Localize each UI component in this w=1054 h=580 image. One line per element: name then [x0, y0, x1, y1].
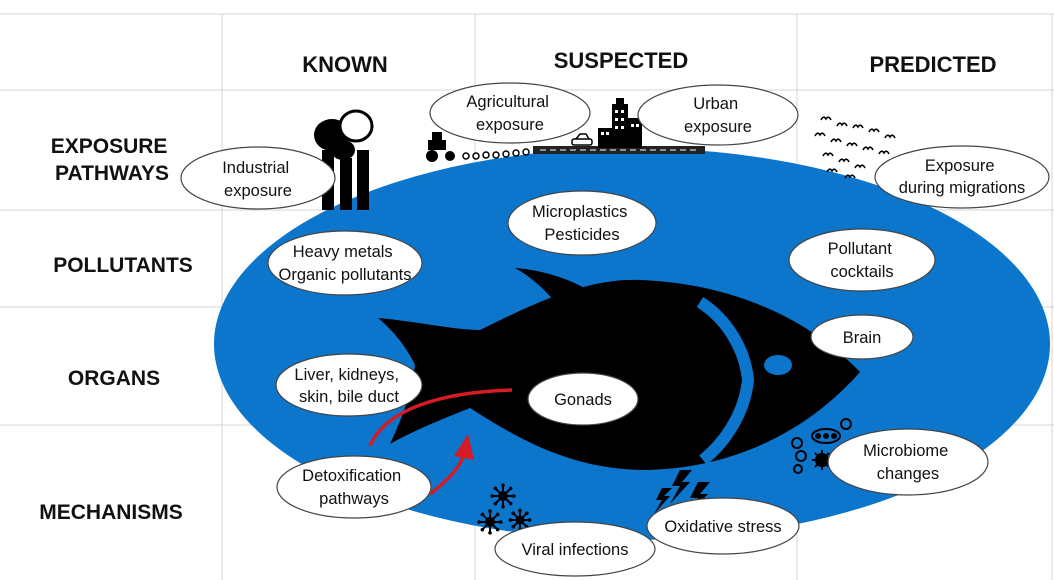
trees-icon	[314, 109, 374, 160]
bubble-industrial-line1: Industrial	[222, 159, 289, 177]
svg-text:Agricultural exposure: Agricultural exposure	[466, 93, 553, 134]
bubble-gonads: Gonads	[527, 372, 639, 426]
bubble-microplastics-line1: Microplastics	[532, 203, 627, 221]
bubble-brain-line1: Brain	[843, 329, 882, 347]
svg-text:Pollutant cocktails: Pollutant cocktails	[828, 240, 897, 281]
bubble-cocktails-line2: cocktails	[830, 263, 893, 281]
bubble-agricultural-line1: Agricultural	[466, 93, 549, 111]
svg-text:Microplastics Pesticides: Microplastics Pesticides	[532, 203, 632, 244]
tractor-icon	[426, 132, 530, 162]
svg-text:Detoxification pathways: Detoxification pathways	[302, 467, 406, 508]
bubble-detoxification-pathways: Detoxification pathways	[276, 455, 432, 519]
row-header-exposure-pathways: EXPOSURE PATHWAYS	[51, 135, 174, 185]
bubble-urban-line1: Urban	[693, 95, 738, 113]
bubble-cocktails-line1: Pollutant	[828, 240, 893, 258]
bubble-heavy-metals-line1: Heavy metals	[293, 243, 393, 261]
bubble-microbiome-changes: Microbiome changes	[827, 428, 989, 496]
svg-text:Gonads: Gonads	[554, 391, 612, 409]
virus-icon	[477, 483, 532, 535]
svg-text:Viral infections: Viral infections	[521, 541, 628, 559]
bubble-liver-line1: Liver, kidneys,	[294, 366, 399, 384]
bubble-microplastics: Microplastics Pesticides	[507, 190, 657, 256]
bacteria-icon	[791, 418, 852, 474]
bubble-brain: Brain	[810, 314, 914, 360]
row-header-pollutants: POLLUTANTS	[53, 254, 193, 277]
bird-flock-icon	[814, 116, 896, 179]
svg-text:Liver, kidneys, skin, bi: Liver, kidneys, skin, bile duct	[294, 366, 403, 406]
bubble-urban-exposure: Urban exposure	[637, 84, 799, 146]
bubble-microbiome-line1: Microbiome	[863, 442, 948, 460]
bubble-liver-line2: skin, bile duct	[299, 388, 399, 406]
fish-silhouette	[378, 268, 860, 470]
bubble-detox-line2: pathways	[319, 490, 389, 508]
bubble-oxidative-stress: Oxidative stress	[646, 497, 800, 555]
column-header-suspected: SUSPECTED	[554, 48, 688, 73]
bubble-agricultural-exposure: Agricultural exposure	[429, 82, 591, 144]
bubble-industrial-line2: exposure	[224, 182, 292, 200]
row-header-exposure-line2: PATHWAYS	[55, 162, 169, 185]
bubble-detox-line1: Detoxification	[302, 467, 401, 485]
car-icon	[571, 133, 593, 146]
bubble-microplastics-line2: Pesticides	[544, 226, 619, 244]
road-icon	[533, 146, 705, 154]
column-header-predicted: PREDICTED	[869, 52, 996, 77]
row-header-exposure-line1: EXPOSURE	[51, 135, 168, 158]
column-header-known: KNOWN	[302, 52, 388, 77]
bubble-agricultural-line2: exposure	[476, 116, 544, 134]
bubble-urban-line2: exposure	[684, 118, 752, 136]
svg-text:Industrial exposure: Industrial exposure	[222, 159, 294, 200]
svg-text:Brain: Brain	[843, 329, 882, 347]
bubble-pollutant-cocktails: Pollutant cocktails	[788, 228, 936, 292]
svg-text:Exposure during migratio: Exposure during migrations	[899, 157, 1026, 197]
row-header-organs: ORGANS	[68, 367, 160, 390]
bubble-gonads-line1: Gonads	[554, 391, 612, 409]
bubble-oxidative-line1: Oxidative stress	[664, 518, 781, 536]
svg-text:Urban exposure: Urban exposure	[684, 95, 752, 136]
bubble-microbiome-line2: changes	[877, 465, 939, 483]
svg-text:Heavy metals Organic pol: Heavy metals Organic pollutants	[279, 243, 412, 284]
fish-eye	[764, 355, 792, 375]
svg-text:Microbiome changes: Microbiome changes	[863, 442, 953, 483]
bubble-viral-infections: Viral infections	[494, 521, 656, 577]
bubble-migrations-line1: Exposure	[925, 157, 995, 175]
bubble-viral-line1: Viral infections	[521, 541, 628, 559]
bubble-heavy-metals: Heavy metals Organic pollutants	[267, 230, 423, 296]
detox-arrow	[368, 388, 513, 496]
row-header-mechanisms: MECHANISMS	[39, 501, 183, 524]
city-icon	[598, 98, 642, 148]
bubble-liver-kidneys: Liver, kidneys, skin, bile duct	[275, 353, 423, 417]
svg-text:Oxidative stress: Oxidative stress	[664, 518, 781, 536]
bubble-heavy-metals-line2: Organic pollutants	[279, 266, 412, 284]
bubble-exposure-during-migrations: Exposure during migrations	[874, 145, 1050, 209]
bubble-industrial-exposure: Industrial exposure	[180, 146, 336, 210]
bubble-migrations-line2: during migrations	[899, 179, 1026, 197]
